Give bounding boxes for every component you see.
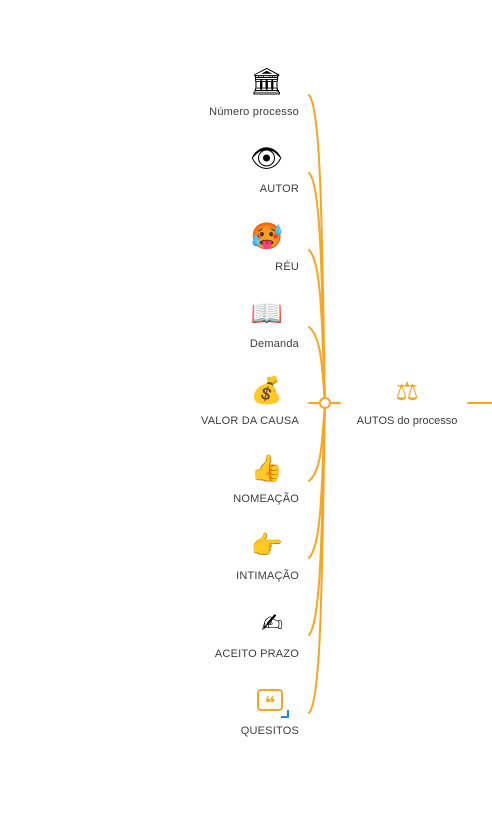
- quote-icon-wrapper: ❝: [119, 685, 299, 718]
- money-bag-icon: 💰: [250, 376, 283, 406]
- hub-node: [319, 397, 331, 409]
- scales-icon: ⚖: [395, 377, 419, 407]
- branch-valor-da-causa[interactable]: 💰 VALOR DA CAUSA: [119, 375, 299, 427]
- open-book-icon: 📖: [250, 299, 283, 329]
- branch-nomeacao[interactable]: 👍 NOMEAÇÃO: [119, 453, 299, 505]
- center-node-autos[interactable]: ⚖ AUTOS do processo: [348, 376, 466, 427]
- branch-label: INTIMAÇÃO: [236, 570, 299, 582]
- branch-label: RÉU: [275, 261, 299, 273]
- connector-demanda: [308, 326, 326, 404]
- branch-label: NOMEAÇÃO: [233, 493, 299, 505]
- quote-icon: ❝: [257, 689, 289, 718]
- selection-corner-marker: [281, 710, 289, 718]
- branch-quesitos[interactable]: ❝ QUESITOS: [119, 685, 299, 737]
- branch-label: Número processo: [209, 106, 299, 118]
- branch-reu[interactable]: 🥵 RÉU: [119, 221, 299, 273]
- writing-hand-icon: ✍: [261, 609, 283, 639]
- thumbs-up-icon: 👍: [250, 454, 283, 484]
- classical-building-icon: 🏛: [249, 67, 283, 97]
- branch-intimacao[interactable]: 👉 INTIMAÇÃO: [119, 530, 299, 582]
- pointing-right-icon: 👉: [250, 531, 283, 561]
- branch-autor[interactable]: 👁 AUTOR: [119, 143, 299, 195]
- branch-label: QUESITOS: [240, 725, 299, 737]
- branch-label: VALOR DA CAUSA: [201, 415, 299, 427]
- eye-icon: 👁: [249, 144, 283, 174]
- branch-label: Demanda: [249, 338, 299, 350]
- branch-demanda[interactable]: 📖 Demanda: [119, 298, 299, 350]
- connector-reu: [308, 249, 326, 404]
- branch-label: ACEITO PRAZO: [214, 648, 299, 660]
- hot-face-icon: 🥵: [250, 222, 283, 252]
- connector-quesitos: [308, 402, 326, 714]
- branch-numero-processo[interactable]: 🏛 Número processo: [119, 66, 299, 118]
- branch-aceito-prazo[interactable]: ✍ ACEITO PRAZO: [119, 608, 299, 660]
- center-node-label: AUTOS do processo: [356, 415, 458, 427]
- branch-label: AUTOR: [259, 183, 299, 195]
